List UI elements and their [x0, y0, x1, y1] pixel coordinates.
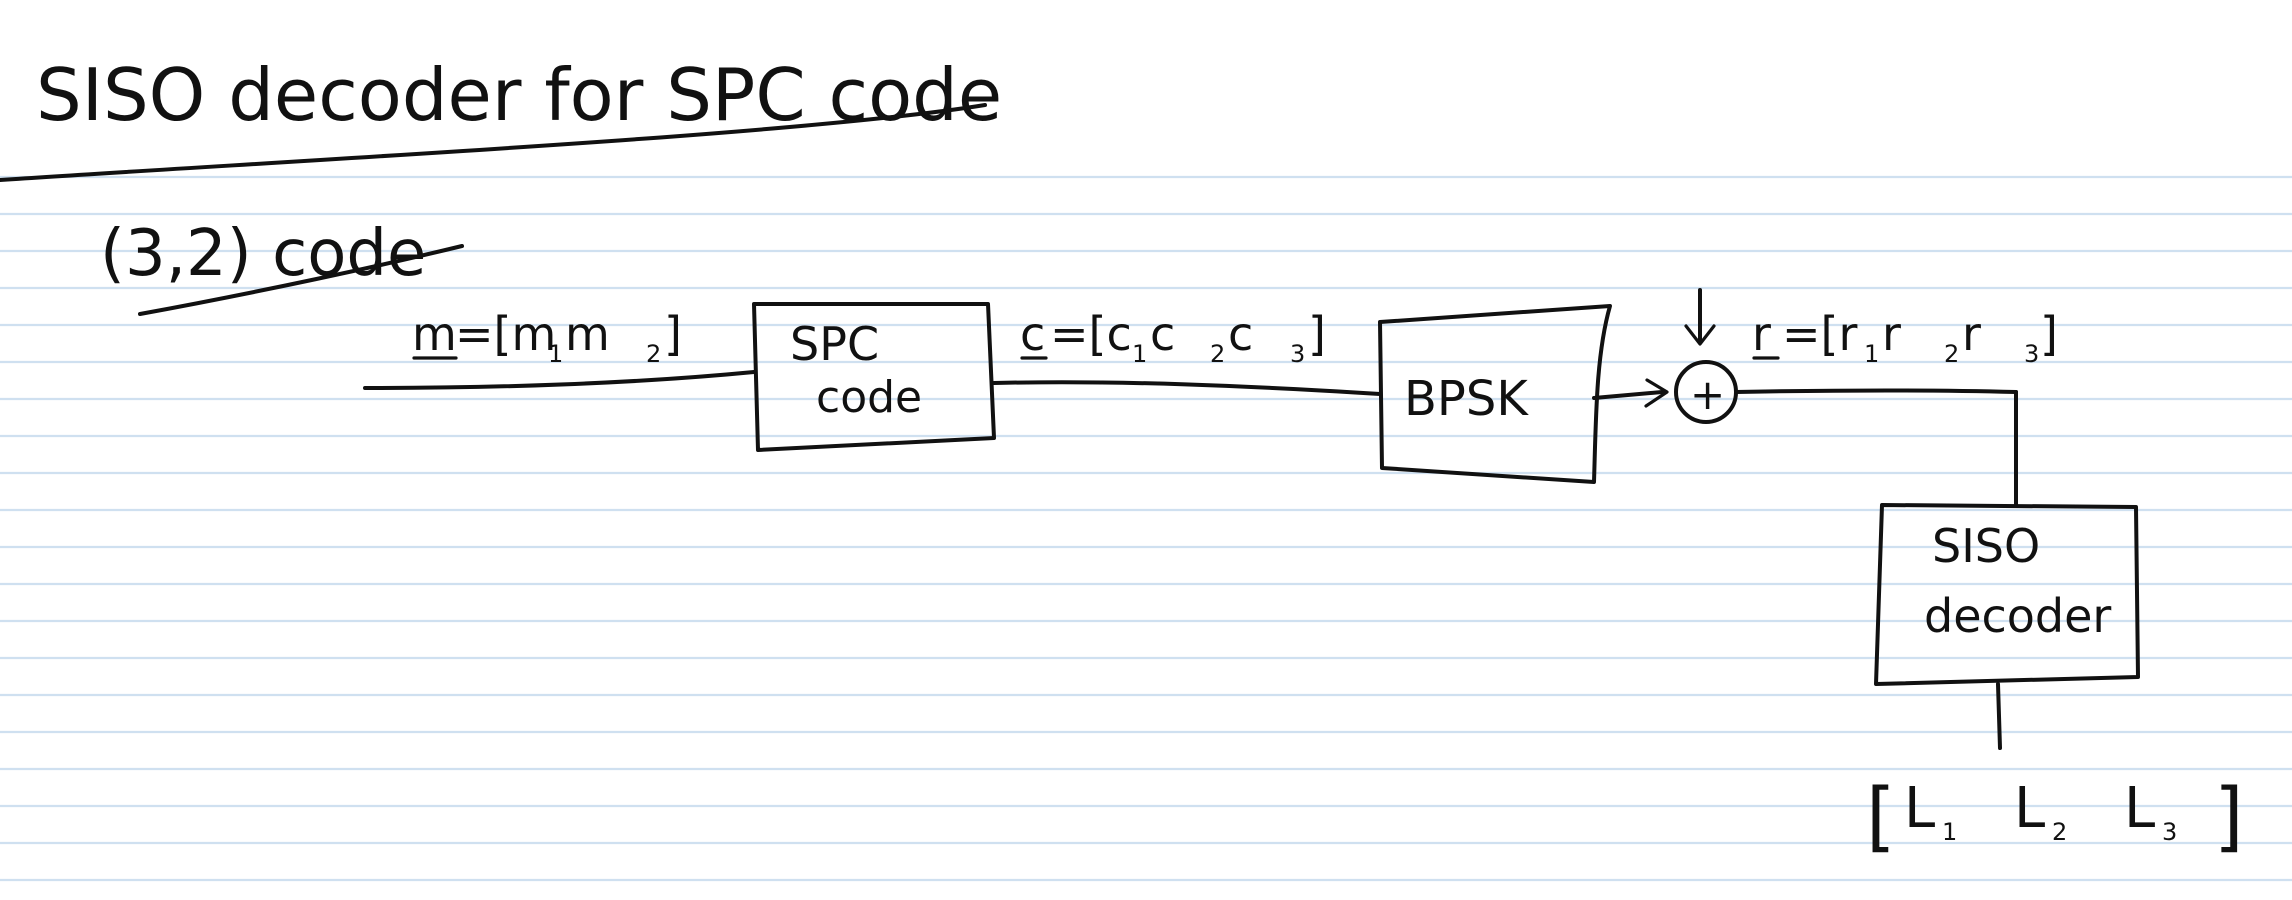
message-end: ]	[664, 307, 682, 361]
code-subtitle: (3,2) code	[100, 217, 426, 291]
codeword-mid1: c	[1150, 307, 1175, 361]
llr-l1-sub: 1	[1942, 818, 1957, 846]
llr-l1: L	[1904, 776, 1935, 841]
page-title: SISO decoder for SPC code	[36, 53, 1002, 137]
received-prefix: r	[1752, 307, 1771, 361]
received-eq: =[r	[1782, 307, 1857, 361]
message-label: m =[m 1 m 2 ]	[412, 307, 682, 368]
codeword-sub1: 1	[1132, 340, 1147, 368]
adder-plus-sign: +	[1690, 370, 1725, 419]
received-sub2: 2	[1944, 340, 1959, 368]
message-sub2: 2	[646, 340, 661, 368]
siso-decoder-block	[1874, 503, 2140, 686]
message-prefix: m	[412, 307, 457, 361]
siso-block-label-bottom: decoder	[1924, 589, 2111, 643]
received-mid2: r	[1962, 307, 1981, 361]
bpsk-to-adder-line	[1592, 390, 1664, 400]
codeword-label: c =[c 1 c 2 c 3 ]	[1020, 307, 1326, 368]
received-sub1: 1	[1864, 340, 1879, 368]
message-sub1: 1	[548, 340, 563, 368]
codeword-mid2: c	[1228, 307, 1253, 361]
adder-input-arrow	[1644, 378, 1669, 408]
llr-l2: L	[2014, 776, 2045, 841]
codeword-prefix: c	[1020, 307, 1045, 361]
title-underline	[0, 103, 987, 182]
spc-code-block	[752, 302, 996, 452]
codeword-eq: =[c	[1050, 307, 1132, 361]
received-end: ]	[2040, 307, 2058, 361]
adder-to-siso-line-horizontal	[1734, 388, 2018, 394]
ruled-lines	[0, 175, 2292, 882]
bpsk-block-label: BPSK	[1404, 371, 1529, 427]
received-label: r =[r 1 r 2 r 3 ]	[1752, 307, 2058, 368]
llr-close-bracket: ]	[2214, 771, 2244, 860]
llr-l3-sub: 3	[2162, 818, 2177, 846]
input-line	[363, 370, 756, 390]
codeword-sub3: 3	[1290, 340, 1305, 368]
llr-l2-sub: 2	[2052, 818, 2067, 846]
message-mid: m	[565, 307, 610, 361]
spc-block-label-bottom: code	[816, 372, 922, 423]
siso-output-line	[1996, 682, 2002, 750]
siso-block-label-top: SISO	[1932, 519, 2040, 573]
llr-output-label: [ L 1 L 2 L 3 ]	[1866, 771, 2244, 860]
received-sub3: 3	[2024, 340, 2039, 368]
llr-l3: L	[2124, 776, 2155, 841]
codeword-sub2: 2	[1210, 340, 1225, 368]
bpsk-modulator-block	[1378, 304, 1612, 484]
noise-input-arrow	[1684, 324, 1716, 346]
message-eq: =[m	[455, 307, 556, 361]
spc-block-label-top: SPC	[790, 317, 879, 371]
codeword-end: ]	[1308, 307, 1326, 361]
llr-open-bracket: [	[1866, 771, 1896, 860]
spc-to-bpsk-line	[992, 380, 1382, 396]
received-mid1: r	[1882, 307, 1901, 361]
subtitle-underline	[138, 244, 464, 316]
